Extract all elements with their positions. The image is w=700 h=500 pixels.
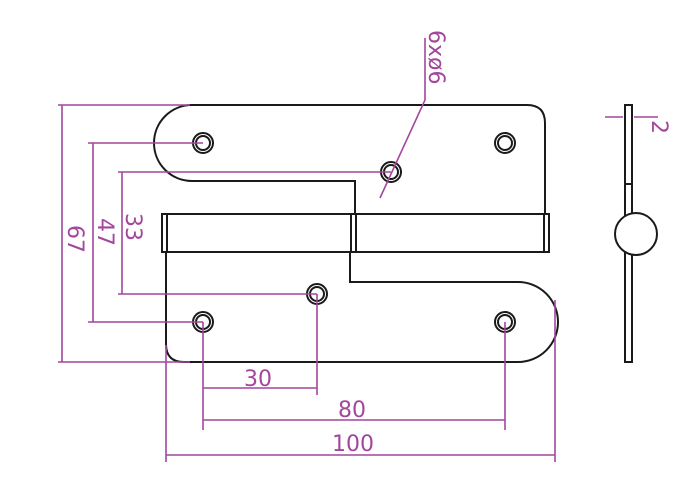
side-view [614,104,658,363]
dimension-lines [58,38,658,462]
hole [494,132,516,154]
dim-thickness: 2 [646,120,671,134]
bottom-leaf-outline [165,252,559,363]
dim-overall-width: 100 [332,432,374,457]
mounting-holes [192,132,516,333]
dim-inner-hole-offset: 30 [244,367,272,392]
hole-callout: 6xø6 [423,30,448,84]
dim-overall-height: 67 [62,225,87,253]
dim-outer-hole-spacing-horizontal: 80 [338,398,366,423]
dim-inner-hole-spacing-vertical: 33 [120,213,145,241]
top-leaf-outline [153,104,546,214]
dim-outer-hole-spacing-vertical: 47 [92,218,117,246]
